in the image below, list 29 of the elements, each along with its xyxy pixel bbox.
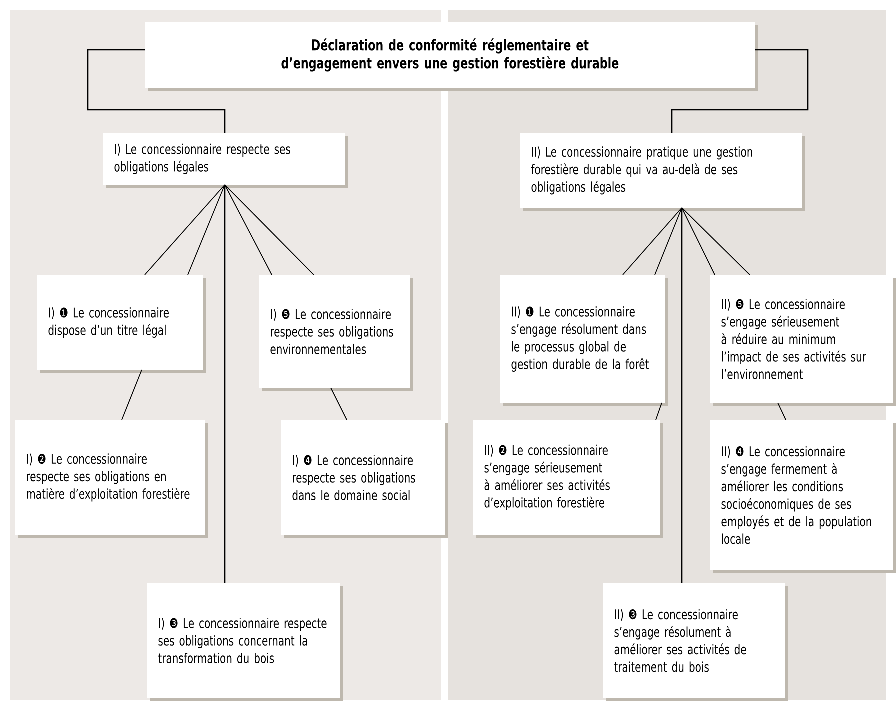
statement-box: II) ❶ Le concessionnaire s’engage résolument dans le processus global de gestion durable de la forêt [500,275,668,406]
statement-box: II) ❹ Le concessionnaire s’engage fermement à améliorer les conditions socioéconomiques de ses employés et de la population locale [710,420,896,573]
connector-line [144,184,226,276]
connector-line [681,208,683,583]
statement-box: I) ❹ Le concessionnaire respecte ses obligations dans le domaine social [281,420,448,538]
connector-line [122,370,142,420]
statement-box: I) ❷ Le concessionnaire respecte ses obligations en matière d’exploitation forestière [15,420,208,538]
connector-line [654,208,682,276]
title-box: Déclaration de conformité réglementaire et d’engagement envers une gestion forestière durable [145,22,758,91]
connector-line [224,185,226,583]
statement-box: I) Le concessionnaire respecte ses obligations légales [103,133,348,188]
connector-line [682,208,750,276]
statement-box: II) ❸ Le concessionnaire s’engage résolument à améliorer ses activités de traitement du bois [603,583,788,701]
statement-box: I) ❺ Le concessionnaire respecte ses obligations environnementales [259,275,413,391]
connector-line [682,208,716,276]
statement-box: II) ❷ Le concessionnaire s’engage sérieusement à améliorer ses activités d’exploitation forestière [473,420,663,538]
connector-line [87,49,226,133]
connector-line [330,388,348,420]
connector-line [224,184,272,276]
connector-line [622,208,682,276]
statement-box: II) ❺ Le concessionnaire s’engage sérieusement à réduire au minimum l’impact de ses activités sur l’environnement [710,275,896,406]
statement-box: II) Le concessionnaire pratique une gestion forestière durable qui va au-delà de ses obligations légales [520,133,806,211]
statement-box: I) ❶ Le concessionnaire dispose d’un titre légal [37,275,206,373]
statement-box: I) ❸ Le concessionnaire respecte ses obligations concernant la transformation du bois [147,583,343,701]
connector-line [188,184,226,276]
connector-line [656,402,662,420]
connector-line [671,49,809,133]
connector-line [224,184,314,276]
connector-line [778,402,786,420]
